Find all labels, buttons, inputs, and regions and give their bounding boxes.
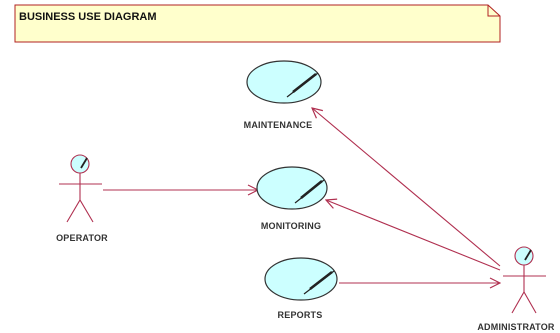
administrator-to-maintenance-arrow [312, 108, 501, 267]
actor-administrator[interactable]: ADMINISTRATOR [477, 246, 555, 332]
use-case-monitoring-slash-bold [300, 179, 323, 200]
use-case-monitoring-ellipse [256, 166, 328, 210]
connections [103, 108, 500, 283]
use-case-maintenance-slash-bold [292, 72, 317, 94]
use-case-reports-label: REPORTS [278, 310, 323, 320]
actor-operator-label: OPERATOR [56, 233, 108, 243]
note-shape [14, 4, 501, 43]
actor-administrator-head-slash [524, 249, 532, 261]
actor-operator[interactable]: OPERATOR [56, 154, 108, 243]
diagram-title: BUSINESS USE DIAGRAM [19, 11, 157, 23]
use-case-maintenance[interactable]: MAINTENANCE [244, 60, 322, 130]
actor-operator-legs [66, 198, 94, 223]
use-case-reports-ellipse [264, 257, 338, 301]
title-note: BUSINESS USE DIAGRAM [14, 4, 501, 43]
use-case-reports-slash-bold [309, 270, 333, 291]
note-fold [487, 5, 500, 17]
use-case-maintenance-ellipse [246, 60, 322, 104]
administrator-to-monitoring-arrow [326, 200, 501, 271]
use-case-monitoring-label: MONITORING [261, 221, 321, 231]
actor-administrator-legs [511, 290, 537, 314]
actor-administrator-label: ADMINISTRATOR [477, 322, 555, 332]
use-case-maintenance-label: MAINTENANCE [244, 120, 313, 130]
actor-operator-head-slash [80, 157, 88, 169]
use-case-reports[interactable]: REPORTS [264, 257, 338, 320]
use-case-monitoring[interactable]: MONITORING [256, 166, 328, 231]
